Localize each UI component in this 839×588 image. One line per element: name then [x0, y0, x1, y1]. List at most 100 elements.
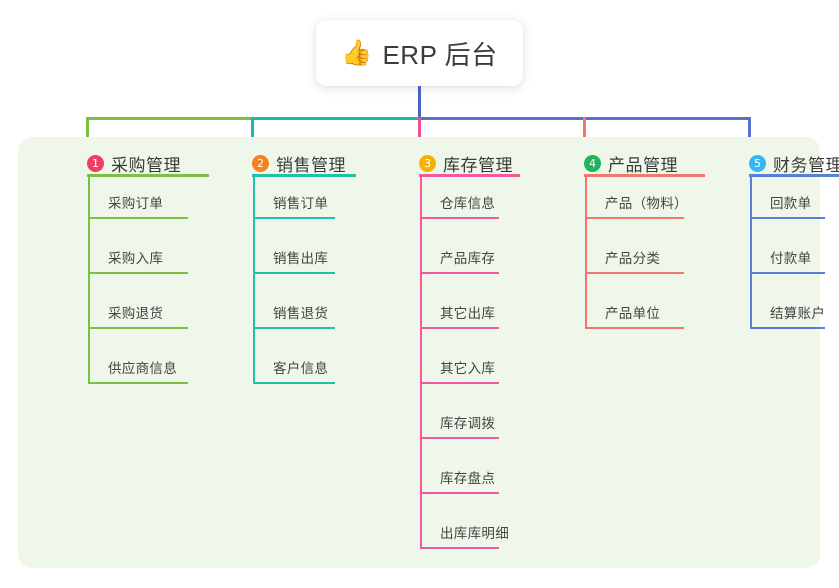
- list-item[interactable]: 产品分类: [585, 234, 684, 274]
- column-title-5: 财务管理: [773, 155, 839, 175]
- drop-connector-3: [418, 117, 421, 145]
- list-item-label: 仓库信息: [440, 196, 496, 211]
- list-item-label: 库存盘点: [440, 471, 496, 486]
- list-item[interactable]: 采购入库: [88, 234, 188, 274]
- list-item-label: 结算账户: [770, 306, 826, 321]
- list-item-label: 库存调拨: [440, 416, 496, 431]
- list-item-label: 付款单: [770, 251, 812, 266]
- column-title-4: 产品管理: [608, 155, 678, 175]
- column-title-1: 采购管理: [111, 155, 181, 175]
- list-item-underline: [585, 217, 684, 219]
- list-item-underline: [253, 327, 335, 329]
- list-item[interactable]: 产品（物料）: [585, 179, 688, 219]
- column-spine-2: [253, 174, 255, 384]
- list-item-label: 其它出库: [440, 306, 496, 321]
- list-item-label: 客户信息: [273, 361, 329, 376]
- column-header-5[interactable]: 5 财务管理: [749, 147, 839, 179]
- list-item[interactable]: 供应商信息: [88, 344, 188, 384]
- list-item[interactable]: 产品单位: [585, 289, 684, 329]
- list-item-label: 其它入库: [440, 361, 496, 376]
- list-item-underline: [420, 547, 499, 549]
- column-underline-3: [419, 174, 520, 177]
- diagram-panel: 1 采购管理采购订单采购入库采购退货供应商信息 2 销售管理销售订单销售出库销售退货客…: [18, 137, 839, 568]
- list-item[interactable]: 采购退货: [88, 289, 188, 329]
- list-item-label: 出库库明细: [440, 526, 509, 541]
- list-item-underline: [253, 217, 335, 219]
- list-item-underline: [420, 217, 499, 219]
- column-spine-5: [750, 174, 752, 329]
- list-item[interactable]: 其它出库: [420, 289, 499, 329]
- list-item-underline: [420, 327, 499, 329]
- column-badge-4: 4: [584, 154, 601, 172]
- column-spine-1: [88, 174, 90, 384]
- list-item-label: 回款单: [770, 196, 812, 211]
- list-item-underline: [253, 272, 335, 274]
- column-underline-1: [87, 174, 209, 177]
- list-item-label: 采购订单: [108, 196, 164, 211]
- list-item-label: 供应商信息: [108, 361, 177, 376]
- list-item[interactable]: 结算账户: [750, 289, 825, 329]
- list-item[interactable]: 客户信息: [253, 344, 335, 384]
- list-item[interactable]: 仓库信息: [420, 179, 499, 219]
- list-item-label: 产品库存: [440, 251, 496, 266]
- column-badge-1: 1: [87, 154, 104, 172]
- column-underline-4: [584, 174, 705, 177]
- column-header-3[interactable]: 3 库存管理: [419, 147, 513, 179]
- list-item-underline: [750, 327, 825, 329]
- list-item[interactable]: 出库库明细: [420, 509, 509, 549]
- column-spine-3: [420, 174, 422, 549]
- list-item[interactable]: 回款单: [750, 179, 825, 219]
- list-item-underline: [253, 382, 335, 384]
- list-item-underline: [585, 327, 684, 329]
- column-title-3: 库存管理: [443, 155, 513, 175]
- list-item-label: 销售订单: [273, 196, 329, 211]
- list-item-label: 产品（物料）: [605, 196, 688, 211]
- list-item-underline: [750, 217, 825, 219]
- list-item[interactable]: 销售退货: [253, 289, 335, 329]
- thumbs-up-icon: 👍: [341, 38, 373, 67]
- column-header-2[interactable]: 2 销售管理: [252, 147, 346, 179]
- list-item-label: 销售出库: [273, 251, 329, 266]
- root-node-title: ERP 后台: [382, 39, 498, 70]
- bus-segment-middle: [252, 117, 420, 120]
- root-node-card[interactable]: 👍 ERP 后台: [316, 20, 523, 86]
- list-item[interactable]: 采购订单: [88, 179, 188, 219]
- list-item-underline: [420, 492, 499, 494]
- list-item-label: 采购入库: [108, 251, 164, 266]
- list-item[interactable]: 付款单: [750, 234, 825, 274]
- list-item-label: 销售退货: [273, 306, 329, 321]
- list-item-label: 产品单位: [605, 306, 661, 321]
- drop-connector-5: [748, 117, 751, 145]
- list-item-underline: [750, 272, 825, 274]
- list-item-underline: [420, 437, 499, 439]
- list-item[interactable]: 产品库存: [420, 234, 499, 274]
- list-item-underline: [420, 382, 499, 384]
- column-badge-3: 3: [419, 154, 436, 172]
- drop-connector-4: [583, 117, 586, 145]
- list-item-underline: [88, 382, 188, 384]
- list-item[interactable]: 库存盘点: [420, 454, 499, 494]
- list-item-label: 采购退货: [108, 306, 164, 321]
- list-item-underline: [88, 217, 188, 219]
- column-header-4[interactable]: 4 产品管理: [584, 147, 678, 179]
- list-item[interactable]: 库存调拨: [420, 399, 499, 439]
- column-badge-5: 5: [749, 154, 766, 172]
- list-item-label: 产品分类: [605, 251, 661, 266]
- list-item-underline: [88, 272, 188, 274]
- column-title-2: 销售管理: [276, 155, 346, 175]
- list-item-underline: [88, 327, 188, 329]
- column-underline-2: [252, 174, 356, 177]
- bus-segment-left: [86, 117, 253, 120]
- column-header-1[interactable]: 1 采购管理: [87, 147, 181, 179]
- list-item[interactable]: 销售订单: [253, 179, 335, 219]
- list-item[interactable]: 其它入库: [420, 344, 499, 384]
- column-underline-5: [749, 174, 839, 177]
- list-item-underline: [585, 272, 684, 274]
- list-item[interactable]: 销售出库: [253, 234, 335, 274]
- column-spine-4: [585, 174, 587, 329]
- column-badge-2: 2: [252, 154, 269, 172]
- drop-connector-1: [86, 117, 89, 145]
- list-item-underline: [420, 272, 499, 274]
- root-stem-connector: [418, 86, 421, 119]
